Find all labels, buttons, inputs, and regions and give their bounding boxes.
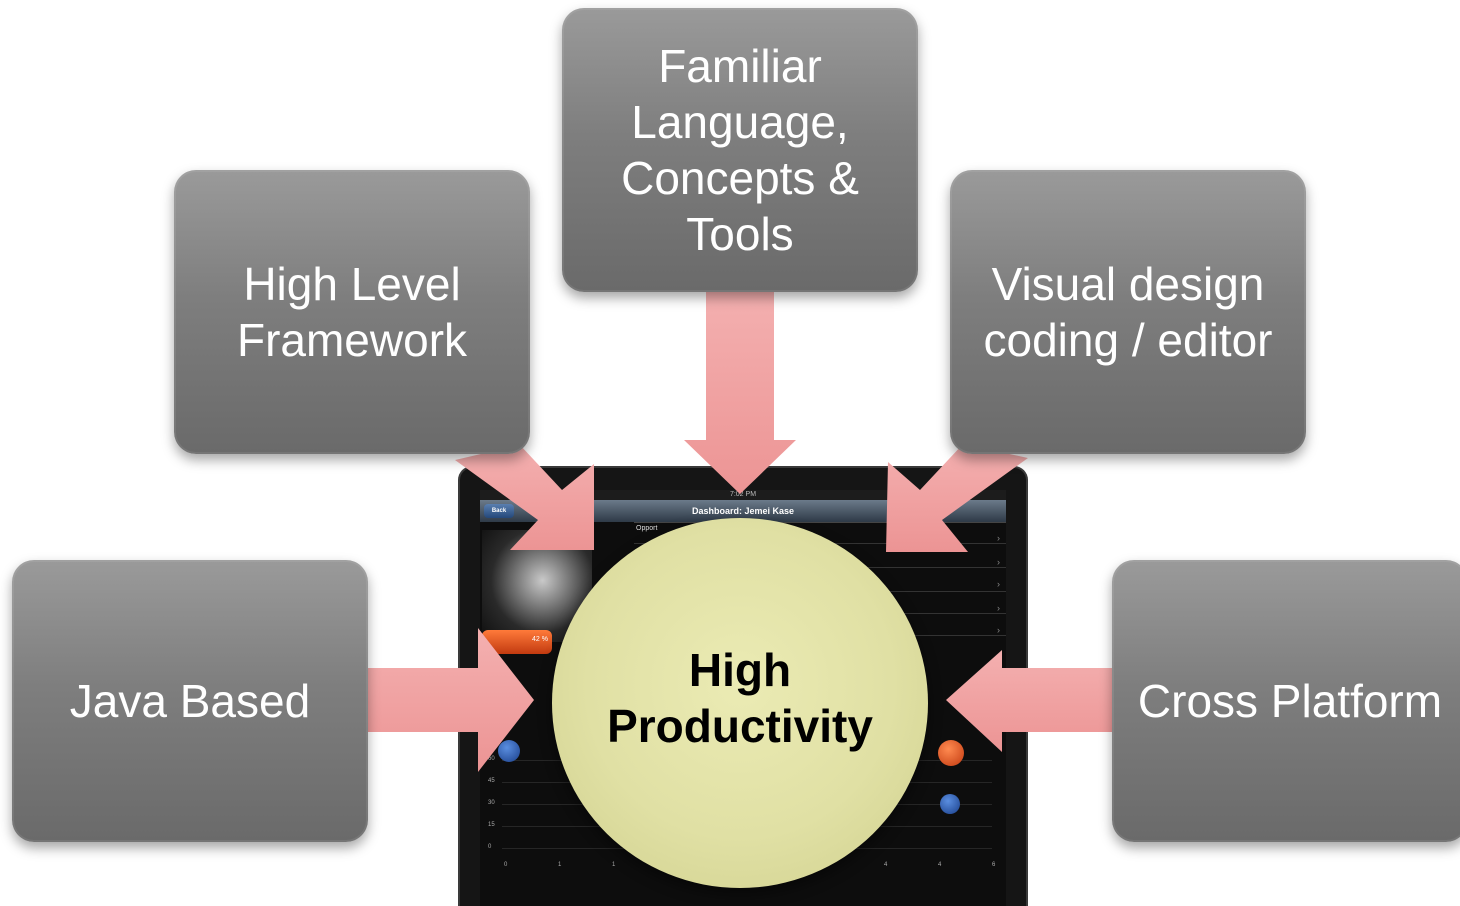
high-level-framework-box: High Level Framework: [174, 170, 530, 454]
y-tick: 45: [488, 778, 495, 784]
cross-platform-box: Cross Platform: [1112, 560, 1460, 842]
chevron-right-icon[interactable]: ›: [997, 603, 1000, 613]
chevron-right-icon[interactable]: ›: [997, 625, 1000, 635]
familiar-language-box: Familiar Language, Concepts & Tools: [562, 8, 918, 292]
bubble-blue: [940, 794, 960, 814]
bubble-orange: [938, 740, 964, 766]
center-label: High Productivity: [607, 644, 873, 752]
nav-bar: Back Dashboard: Jemei Kase: [480, 500, 1006, 522]
nav-title: Dashboard: Jemei Kase: [691, 506, 795, 516]
y-tick: 60: [488, 756, 495, 762]
x-tick: 1: [558, 862, 562, 868]
arrow-right: [368, 628, 534, 772]
opportunities-label: Opport: [636, 525, 658, 532]
chevron-right-icon[interactable]: ›: [997, 557, 1000, 567]
java-based-box: Java Based: [12, 560, 368, 842]
bubble-blue: [498, 740, 520, 762]
progress-label: 42 %: [532, 636, 548, 643]
x-tick: 4: [884, 862, 888, 868]
y-tick: 30: [488, 800, 495, 806]
y-tick: 15: [488, 822, 495, 828]
x-tick: 6: [992, 862, 996, 868]
arrow-diagonal-right: [455, 445, 594, 550]
arrow-down: [684, 290, 796, 494]
high-productivity-circle: High Productivity: [552, 518, 928, 888]
status-bar: 7:02 PM: [480, 490, 1006, 500]
x-tick: 1: [612, 862, 616, 868]
back-button[interactable]: Back: [484, 504, 514, 518]
arrow-diagonal-left: [886, 444, 1028, 552]
chevron-right-icon[interactable]: ›: [997, 533, 1000, 543]
y-tick: 0: [488, 844, 492, 850]
visual-design-box: Visual design coding / editor: [950, 170, 1306, 454]
chevron-right-icon[interactable]: ›: [997, 579, 1000, 589]
x-tick: 4: [938, 862, 942, 868]
arrow-left: [946, 650, 1112, 752]
x-tick: 0: [504, 862, 508, 868]
